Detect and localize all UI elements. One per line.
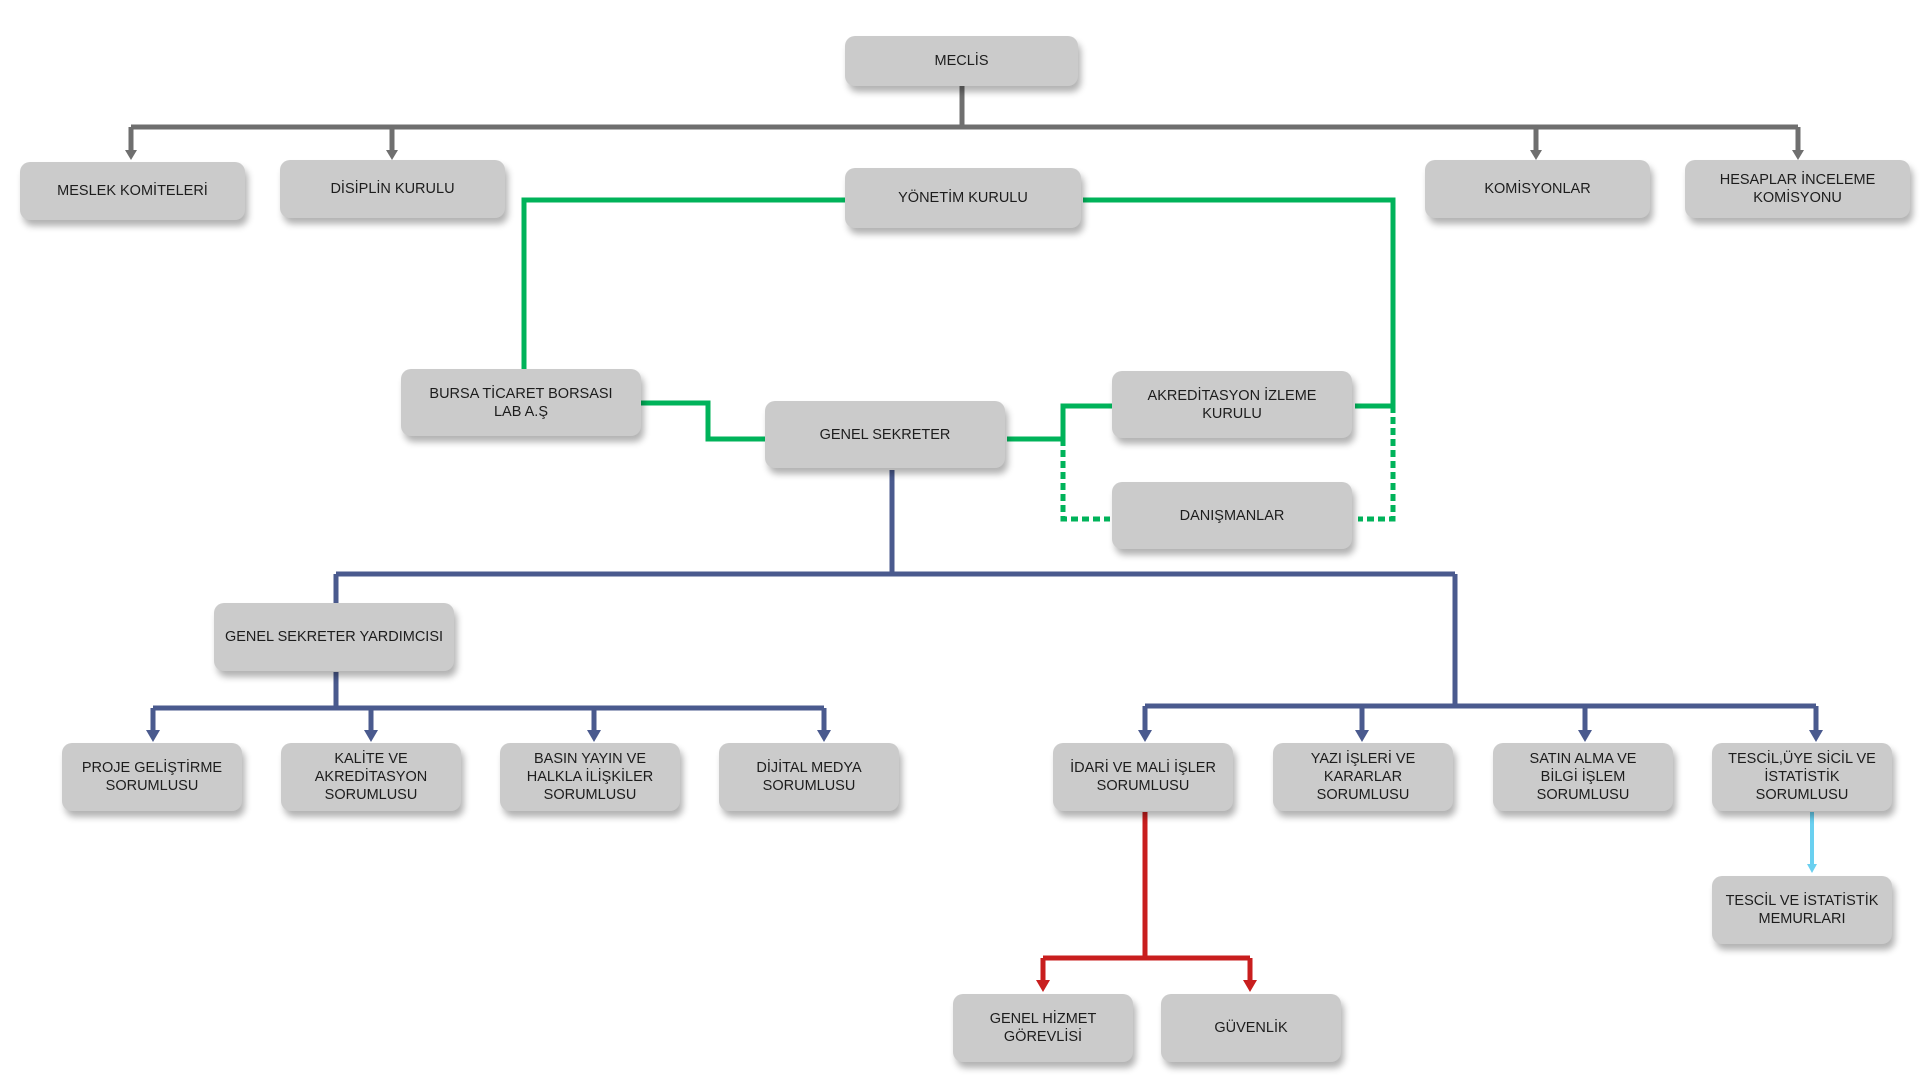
node-genel-hizmet: GENEL HİZMET GÖREVLİSİ [953, 994, 1133, 1062]
node-kalite-akreditasyon: KALİTE VE AKREDİTASYON SORUMLUSU [281, 743, 461, 811]
node-yazi-isleri: YAZI İŞLERİ VE KARARLAR SORUMLUSU [1273, 743, 1453, 811]
tescil-connector [1807, 812, 1817, 873]
node-disiplin-kurulu: DİSİPLİN KURULU [280, 160, 505, 218]
dashed-advisor-connectors [1060, 406, 1396, 522]
node-meslek-komiteleri: MESLEK KOMİTELERİ [20, 162, 245, 220]
node-bursa-ticaret-lab: BURSA TİCARET BORSASI LAB A.Ş [401, 369, 641, 436]
node-danismanlar: DANIŞMANLAR [1112, 482, 1352, 549]
node-satin-alma: SATIN ALMA VE BİLGİ İŞLEM SORUMLUSU [1493, 743, 1673, 811]
node-dijital-medya: DİJİTAL MEDYA SORUMLUSU [719, 743, 899, 811]
node-tescil-uye: TESCİL,ÜYE SİCİL VE İSTATİSTİK SORUMLUSU [1712, 743, 1892, 811]
meclis-connectors [128, 86, 1801, 152]
node-genel-sekreter-yardimcisi: GENEL SEKRETER YARDIMCISI [214, 603, 454, 671]
node-hesaplar-inceleme: HESAPLAR İNCELEME KOMİSYONU [1685, 160, 1910, 218]
node-proje-gelistirme: PROJE GELİŞTİRME SORUMLUSU [62, 743, 242, 811]
node-idari-mali: İDARİ VE MALİ İŞLER SORUMLUSU [1053, 743, 1233, 811]
node-yonetim-kurulu: YÖNETİM KURULU [845, 168, 1081, 228]
node-meclis: MECLİS [845, 36, 1078, 86]
genel-sekreter-connectors [150, 470, 1819, 733]
navy-arrowheads [146, 730, 1823, 742]
red-arrowheads [1036, 980, 1257, 992]
idari-connectors [1040, 812, 1253, 982]
node-komisyonlar: KOMİSYONLAR [1425, 160, 1650, 218]
yonetim-connectors [521, 197, 1396, 442]
meclis-arrowheads [125, 150, 1804, 160]
node-tescil-memurlari: TESCİL VE İSTATİSTİK MEMURLARI [1712, 876, 1892, 944]
node-akreditasyon-izleme: AKREDİTASYON İZLEME KURULU [1112, 371, 1352, 438]
node-basin-yayin: BASIN YAYIN VE HALKLA İLİŞKİLER SORUMLUS… [500, 743, 680, 811]
node-genel-sekreter: GENEL SEKRETER [765, 401, 1005, 468]
node-guvenlik: GÜVENLİK [1161, 994, 1341, 1062]
